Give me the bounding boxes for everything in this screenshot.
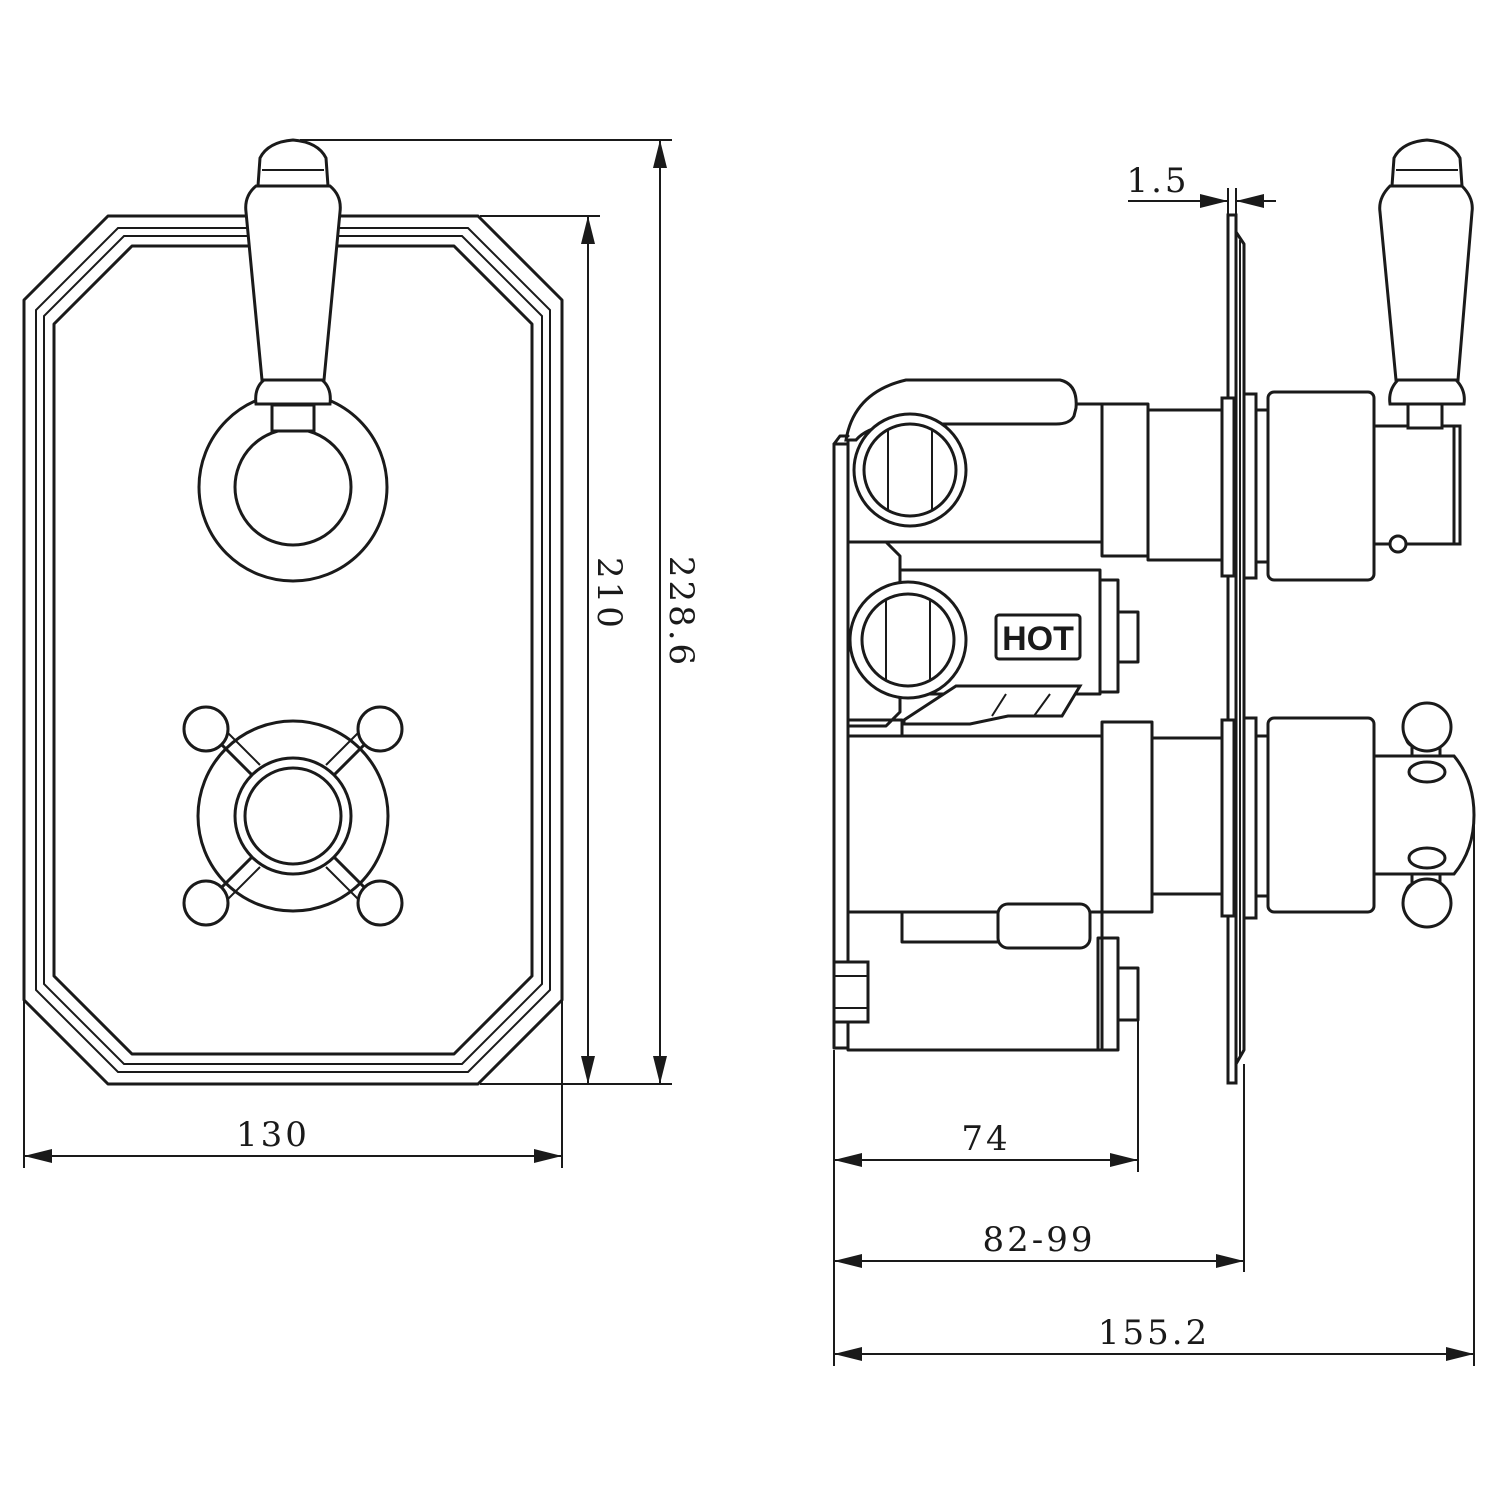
upper-control-side — [1220, 138, 1474, 582]
faceplate-outline — [22, 214, 564, 1086]
hot-label-box — [994, 613, 1082, 661]
dim-wall-depth-label: 82-99 — [982, 1220, 1095, 1260]
lever-cap-side — [1390, 138, 1464, 188]
cartridge-sleeves — [1100, 402, 1230, 914]
lower-shroud — [1266, 716, 1376, 914]
dim-width-label: 130 — [236, 1115, 310, 1155]
dim-overall-height-label: 228.6 — [661, 556, 701, 668]
lever-body-side — [1378, 184, 1474, 382]
bottom-link-collar — [996, 902, 1092, 950]
dim-plate-thickness-label: 1.5 — [1126, 161, 1189, 201]
side-dimensions: 1.5 74 82-99 155.2 — [833, 161, 1475, 1366]
cross-knob-bottom-right — [356, 879, 404, 927]
lower-control-rosette — [196, 719, 390, 913]
cross-knob-top-left — [182, 705, 230, 753]
faceplate-inner-panel — [52, 244, 534, 1056]
hot-inlet-port — [848, 580, 968, 700]
side-view: HOT — [832, 138, 1476, 1366]
front-view: 130 210 228.6 — [22, 138, 701, 1168]
lever-neck — [270, 403, 316, 433]
lower-control-side — [1220, 701, 1476, 929]
body-vertical-wall — [832, 442, 850, 1050]
dim-body-depth-label: 74 — [961, 1119, 1010, 1159]
cross-knob-bottom-left — [182, 879, 230, 927]
upper-shroud — [1266, 390, 1376, 582]
lever-collar — [254, 378, 332, 406]
dim-plate-height-label: 210 — [589, 557, 629, 631]
bottom-port — [832, 960, 870, 1024]
cross-knob-top-right — [356, 705, 404, 753]
front-dimensions: 130 210 228.6 — [23, 139, 701, 1168]
cross-handle — [182, 705, 404, 927]
cross-hub — [233, 756, 353, 876]
wall-plate — [1226, 213, 1246, 1085]
cross-knob-upper-side — [1401, 701, 1453, 753]
lever-collar-side — [1388, 378, 1466, 406]
bottom-link-rod — [900, 910, 1004, 944]
body-main-block — [846, 734, 1104, 914]
lever-spindle-side — [1372, 424, 1456, 546]
cross-knob-lower-side — [1401, 877, 1453, 929]
faceplate-inner-border — [43, 235, 543, 1065]
hot-inlet-section: HOT — [846, 540, 1140, 728]
dim-overall-depth-label: 155.2 — [1098, 1313, 1210, 1353]
hot-label: HOT — [1002, 620, 1074, 658]
upper-control-spindle — [233, 427, 353, 547]
lever-handle — [197, 138, 389, 583]
valve-body — [832, 378, 1140, 1052]
lever-body — [244, 184, 342, 382]
lever-cap — [256, 138, 330, 188]
upper-inlet — [852, 412, 968, 528]
faceplate-bevel — [35, 227, 551, 1073]
